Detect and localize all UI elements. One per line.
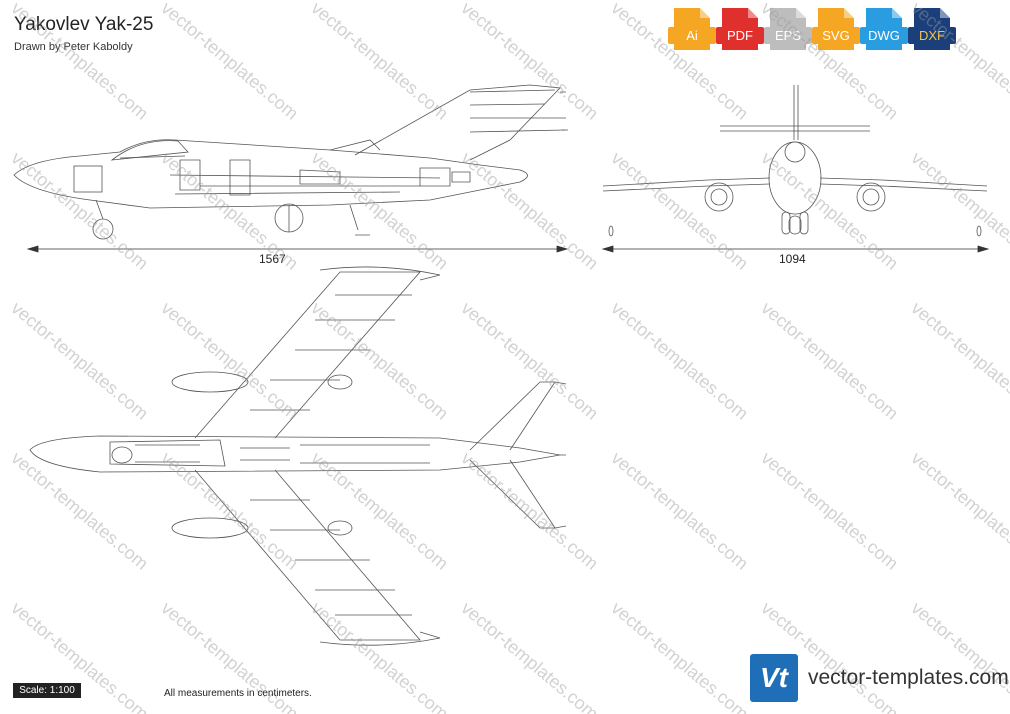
front-view — [602, 85, 988, 237]
side-view — [13, 84, 568, 240]
side-dimension-line — [26, 245, 569, 253]
format-ai-button[interactable]: Ai — [668, 6, 716, 52]
scale-badge: Scale: 1:100 — [13, 683, 81, 698]
format-dxf-button[interactable]: DXF — [908, 6, 956, 52]
format-eps-button[interactable]: EPS — [764, 6, 812, 52]
author-credit: Drawn by Peter Kaboldy — [14, 41, 133, 53]
brand-logo-icon: Vt — [750, 654, 798, 702]
format-label: PDF — [716, 27, 764, 44]
format-pdf-button[interactable]: PDF — [716, 6, 764, 52]
format-label: DXF — [908, 27, 956, 44]
format-buttons: Ai PDF EPS SVG DWG DXF — [668, 6, 956, 52]
brand[interactable]: Vt vector-templates.com — [750, 654, 1009, 702]
measurement-note: All measurements in centimeters. — [164, 688, 312, 699]
format-label: SVG — [812, 27, 860, 44]
format-svg-button[interactable]: SVG — [812, 6, 860, 52]
brand-name: vector-templates.com — [808, 666, 1009, 689]
format-label: EPS — [764, 27, 812, 44]
front-dimension-line — [601, 245, 990, 253]
top-view — [29, 266, 567, 646]
drawing-title: Yakovlev Yak-25 — [14, 14, 154, 35]
front-span-label: 1094 — [779, 252, 806, 266]
format-label: DWG — [860, 27, 908, 44]
side-length-label: 1567 — [259, 252, 286, 266]
format-dwg-button[interactable]: DWG — [860, 6, 908, 52]
format-label: Ai — [668, 27, 716, 44]
